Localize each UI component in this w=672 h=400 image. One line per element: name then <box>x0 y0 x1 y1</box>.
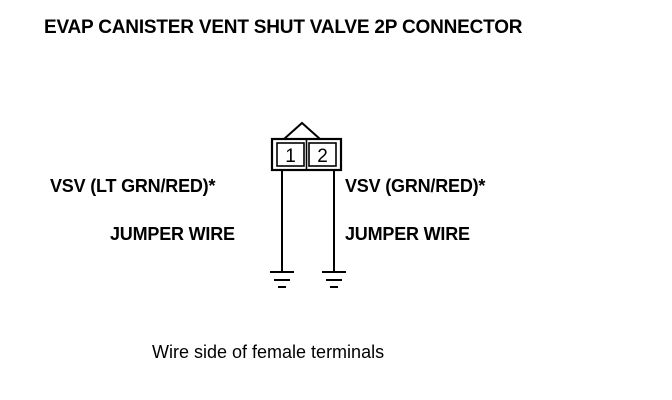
left-signal-label: VSV (LT GRN/RED)* <box>50 176 216 196</box>
pin-cell-1 <box>276 142 305 167</box>
connector-lock-tab <box>283 121 321 140</box>
diagram-title: EVAP CANISTER VENT SHUT VALVE 2P CONNECT… <box>44 17 523 38</box>
left-jumper-label: JUMPER WIRE <box>110 224 235 244</box>
right-signal-label: VSV (GRN/RED)* <box>345 176 486 196</box>
right-ground-icon <box>322 271 346 288</box>
pin-cell-2 <box>308 142 337 167</box>
pin-number-1: 1 <box>285 146 296 167</box>
diagram-caption: Wire side of female terminals <box>152 342 385 362</box>
pin-number-2: 2 <box>317 146 328 167</box>
left-ground-icon <box>270 271 294 288</box>
right-jumper-label: JUMPER WIRE <box>345 224 470 244</box>
